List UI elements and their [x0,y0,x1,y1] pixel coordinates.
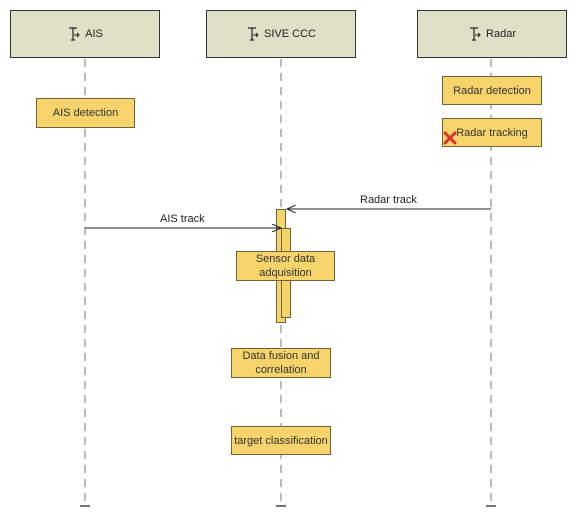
lifeline-head-sive[interactable]: SIVE CCC [206,10,356,58]
data-fusion-line2: correlation [255,364,307,376]
lifeline-label-sive: SIVE CCC [264,28,316,40]
ais-detection-label: AIS detection [52,107,119,119]
lifeline-label-ais: AIS [85,28,103,40]
ais-track-label: AIS track [160,213,205,225]
sensor-acquisition-line1: Sensor data [255,253,316,265]
lifeline-head-radar[interactable]: Radar [417,10,567,58]
actor-icon [67,26,81,42]
actor-icon [468,26,482,42]
data-fusion-line1: Data fusion and [242,350,320,362]
lifeline-label-radar: Radar [486,28,516,40]
error-x-icon [443,131,457,148]
data-fusion-box[interactable]: Data fusion and correlation [231,348,331,378]
target-classification-label: target classification [234,434,328,447]
radar-tracking-label: Radar tracking [456,126,528,139]
ais-detection-box[interactable]: AIS detection [36,98,135,128]
sensor-acquisition-box[interactable]: Sensor data adquisition [236,251,335,281]
radar-detection-label: Radar detection [453,84,531,97]
sensor-acquisition-line2: adquisition [259,267,312,279]
radar-tracking-box[interactable]: Radar tracking [442,118,542,147]
target-classification-box[interactable]: target classification [231,426,331,455]
lifeline-head-ais[interactable]: AIS [10,10,160,58]
radar-track-label: Radar track [360,194,417,206]
radar-detection-box[interactable]: Radar detection [442,76,542,105]
actor-icon [246,26,260,42]
